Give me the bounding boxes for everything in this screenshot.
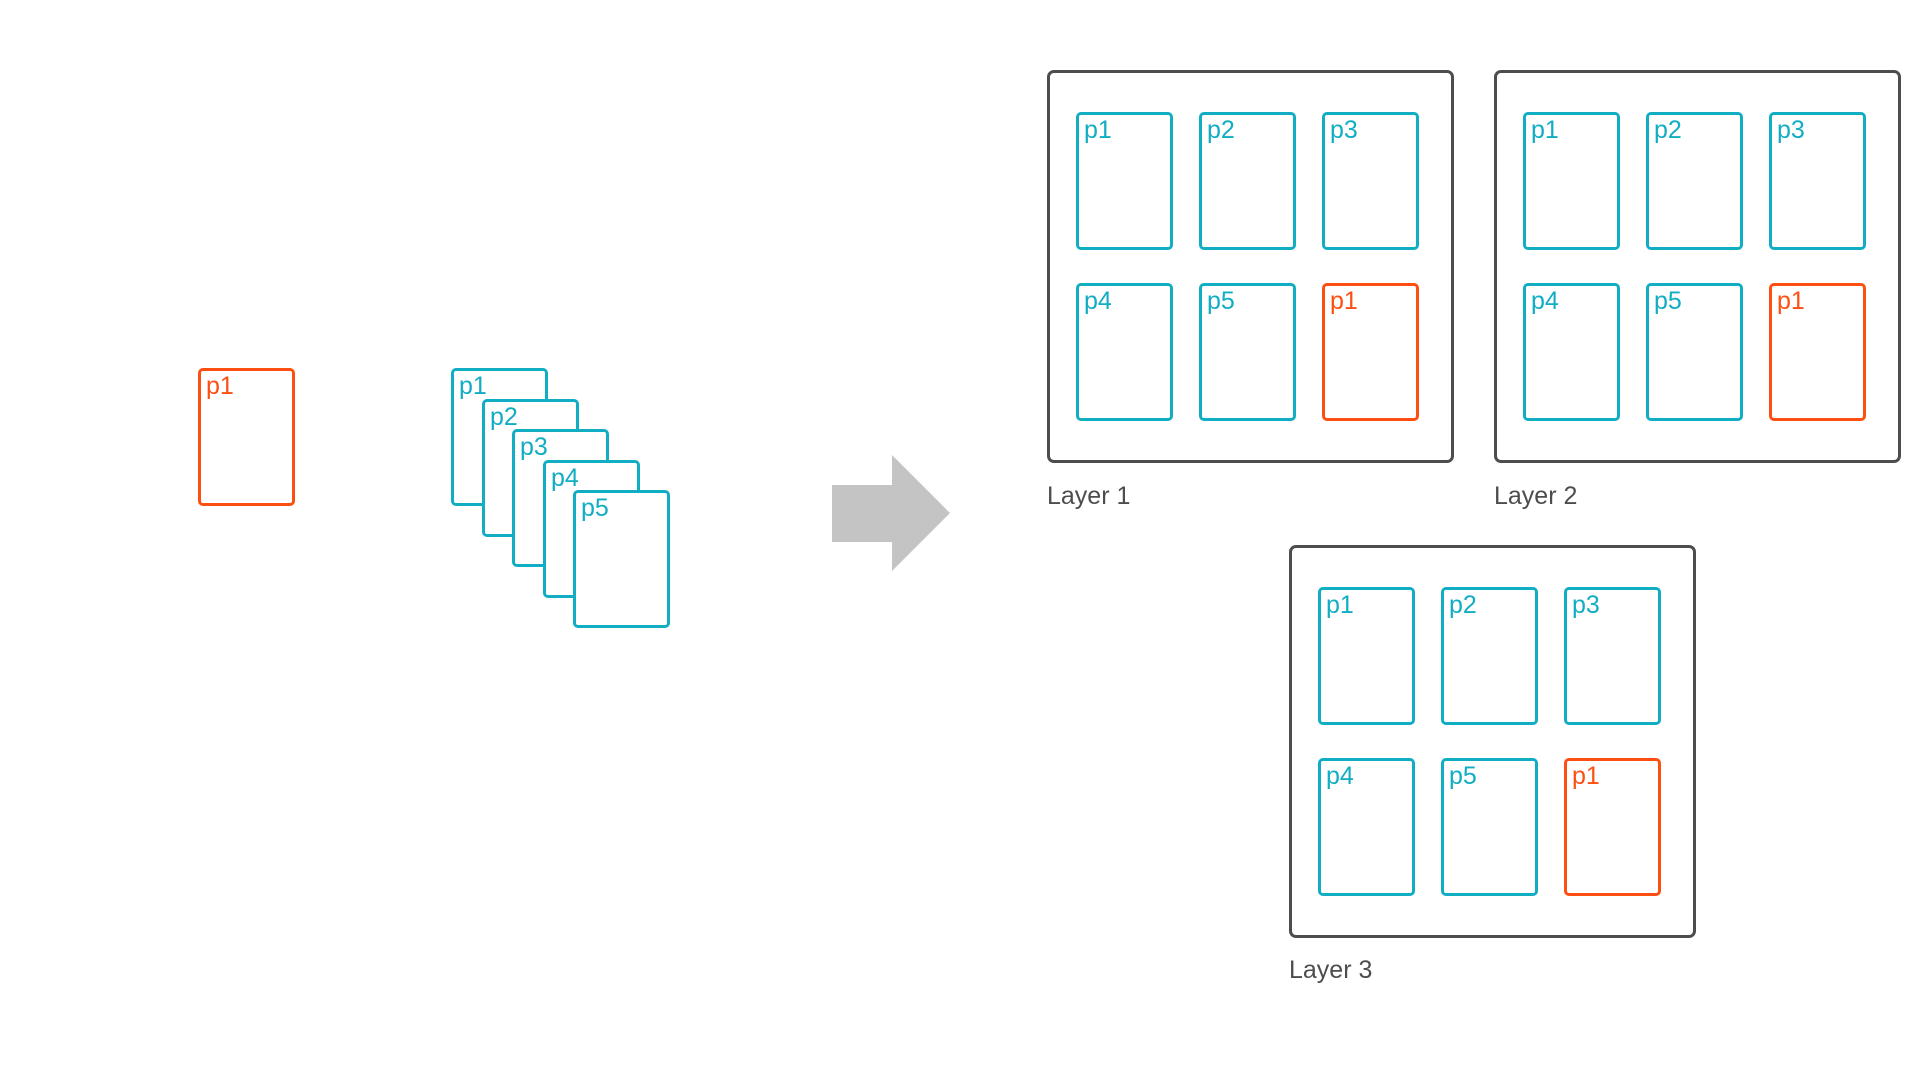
card-label: p4 bbox=[1326, 762, 1354, 790]
card-label: p3 bbox=[520, 433, 548, 461]
layer-caption-3: Layer 3 bbox=[1289, 956, 1373, 984]
layer-box-2: p1 p2 p3 p4 p5 p1 bbox=[1494, 70, 1901, 463]
card-label: p2 bbox=[1654, 116, 1682, 144]
layer-card: p3 bbox=[1564, 587, 1661, 725]
layer-card: p4 bbox=[1076, 283, 1173, 421]
layer-caption-1: Layer 1 bbox=[1047, 482, 1131, 510]
card-label: p3 bbox=[1330, 116, 1358, 144]
layer-card-highlight: p1 bbox=[1322, 283, 1419, 421]
layer-card-highlight: p1 bbox=[1769, 283, 1866, 421]
layer-card: p1 bbox=[1318, 587, 1415, 725]
card-label: p5 bbox=[1449, 762, 1477, 790]
card-label: p4 bbox=[551, 464, 579, 492]
layer-card: p4 bbox=[1318, 758, 1415, 896]
card-label: p3 bbox=[1777, 116, 1805, 144]
right-arrow-icon bbox=[832, 455, 950, 571]
stack-card: p5 bbox=[573, 490, 670, 628]
layer-card: p3 bbox=[1322, 112, 1419, 250]
layer-card: p5 bbox=[1199, 283, 1296, 421]
card-label: p5 bbox=[1207, 287, 1235, 315]
card-label: p2 bbox=[1207, 116, 1235, 144]
layer-card: p5 bbox=[1441, 758, 1538, 896]
card-label: p1 bbox=[459, 372, 487, 400]
source-card: p1 bbox=[198, 368, 295, 506]
layer-card: p3 bbox=[1769, 112, 1866, 250]
card-label: p5 bbox=[1654, 287, 1682, 315]
layer-card: p2 bbox=[1646, 112, 1743, 250]
layer-box-3: p1 p2 p3 p4 p5 p1 bbox=[1289, 545, 1696, 938]
card-label: p4 bbox=[1531, 287, 1559, 315]
card-label: p1 bbox=[1330, 287, 1358, 315]
card-label: p1 bbox=[1531, 116, 1559, 144]
layer-card: p1 bbox=[1076, 112, 1173, 250]
layer-caption-2: Layer 2 bbox=[1494, 482, 1578, 510]
layer-card: p5 bbox=[1646, 283, 1743, 421]
card-label: p1 bbox=[1572, 762, 1600, 790]
layer-card: p4 bbox=[1523, 283, 1620, 421]
layer-box-1: p1 p2 p3 p4 p5 p1 bbox=[1047, 70, 1454, 463]
card-label: p4 bbox=[1084, 287, 1112, 315]
card-label: p1 bbox=[206, 372, 234, 400]
card-label: p3 bbox=[1572, 591, 1600, 619]
layer-card: p1 bbox=[1523, 112, 1620, 250]
card-label: p1 bbox=[1777, 287, 1805, 315]
layer-card: p2 bbox=[1441, 587, 1538, 725]
layer-card: p2 bbox=[1199, 112, 1296, 250]
card-label: p1 bbox=[1326, 591, 1354, 619]
card-label: p5 bbox=[581, 494, 609, 522]
card-label: p2 bbox=[490, 403, 518, 431]
layer-card-highlight: p1 bbox=[1564, 758, 1661, 896]
card-label: p2 bbox=[1449, 591, 1477, 619]
card-label: p1 bbox=[1084, 116, 1112, 144]
